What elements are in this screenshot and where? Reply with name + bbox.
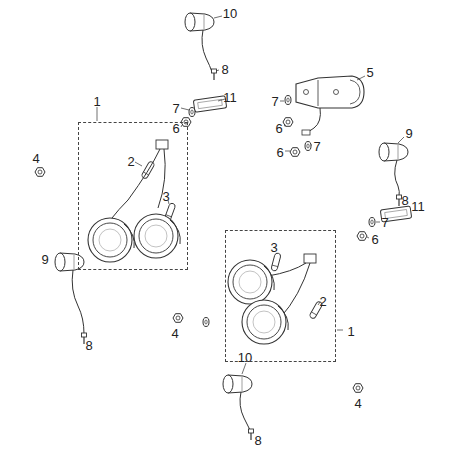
callout-number: 11 xyxy=(223,91,237,104)
callout-number: 2 xyxy=(319,295,326,308)
callout-number: 11 xyxy=(411,200,425,213)
callout-number: 5 xyxy=(366,66,373,79)
callout-number: 4 xyxy=(354,397,361,410)
callout-number: 6 xyxy=(276,146,283,159)
callout-number: 10 xyxy=(223,7,237,20)
assembly-group-box: 123 xyxy=(78,122,188,270)
callout-number: 4 xyxy=(32,152,39,165)
callout-number: 2 xyxy=(127,155,134,168)
callout-number: 9 xyxy=(405,127,412,140)
callout-number: 7 xyxy=(381,216,388,229)
callout-number: 1 xyxy=(347,325,354,338)
callout-number: 6 xyxy=(275,122,282,135)
callout-number: 8 xyxy=(254,434,261,447)
callout-number: 7 xyxy=(172,102,179,115)
callout-number: 7 xyxy=(271,95,278,108)
callout-number: 3 xyxy=(162,190,169,203)
callout-number: 6 xyxy=(371,233,378,246)
callout-number: 6 xyxy=(172,122,179,135)
callout-number: 8 xyxy=(401,194,408,207)
callout-number: 1 xyxy=(93,95,100,108)
callout-number: 8 xyxy=(221,63,228,76)
callout-number: 3 xyxy=(270,241,277,254)
callout-number: 4 xyxy=(171,327,178,340)
callout-number: 10 xyxy=(238,351,252,364)
callout-number: 7 xyxy=(313,140,320,153)
callout-number: 8 xyxy=(85,339,92,352)
assembly-group-box: 321 xyxy=(225,230,336,362)
callout-number: 9 xyxy=(41,253,48,266)
